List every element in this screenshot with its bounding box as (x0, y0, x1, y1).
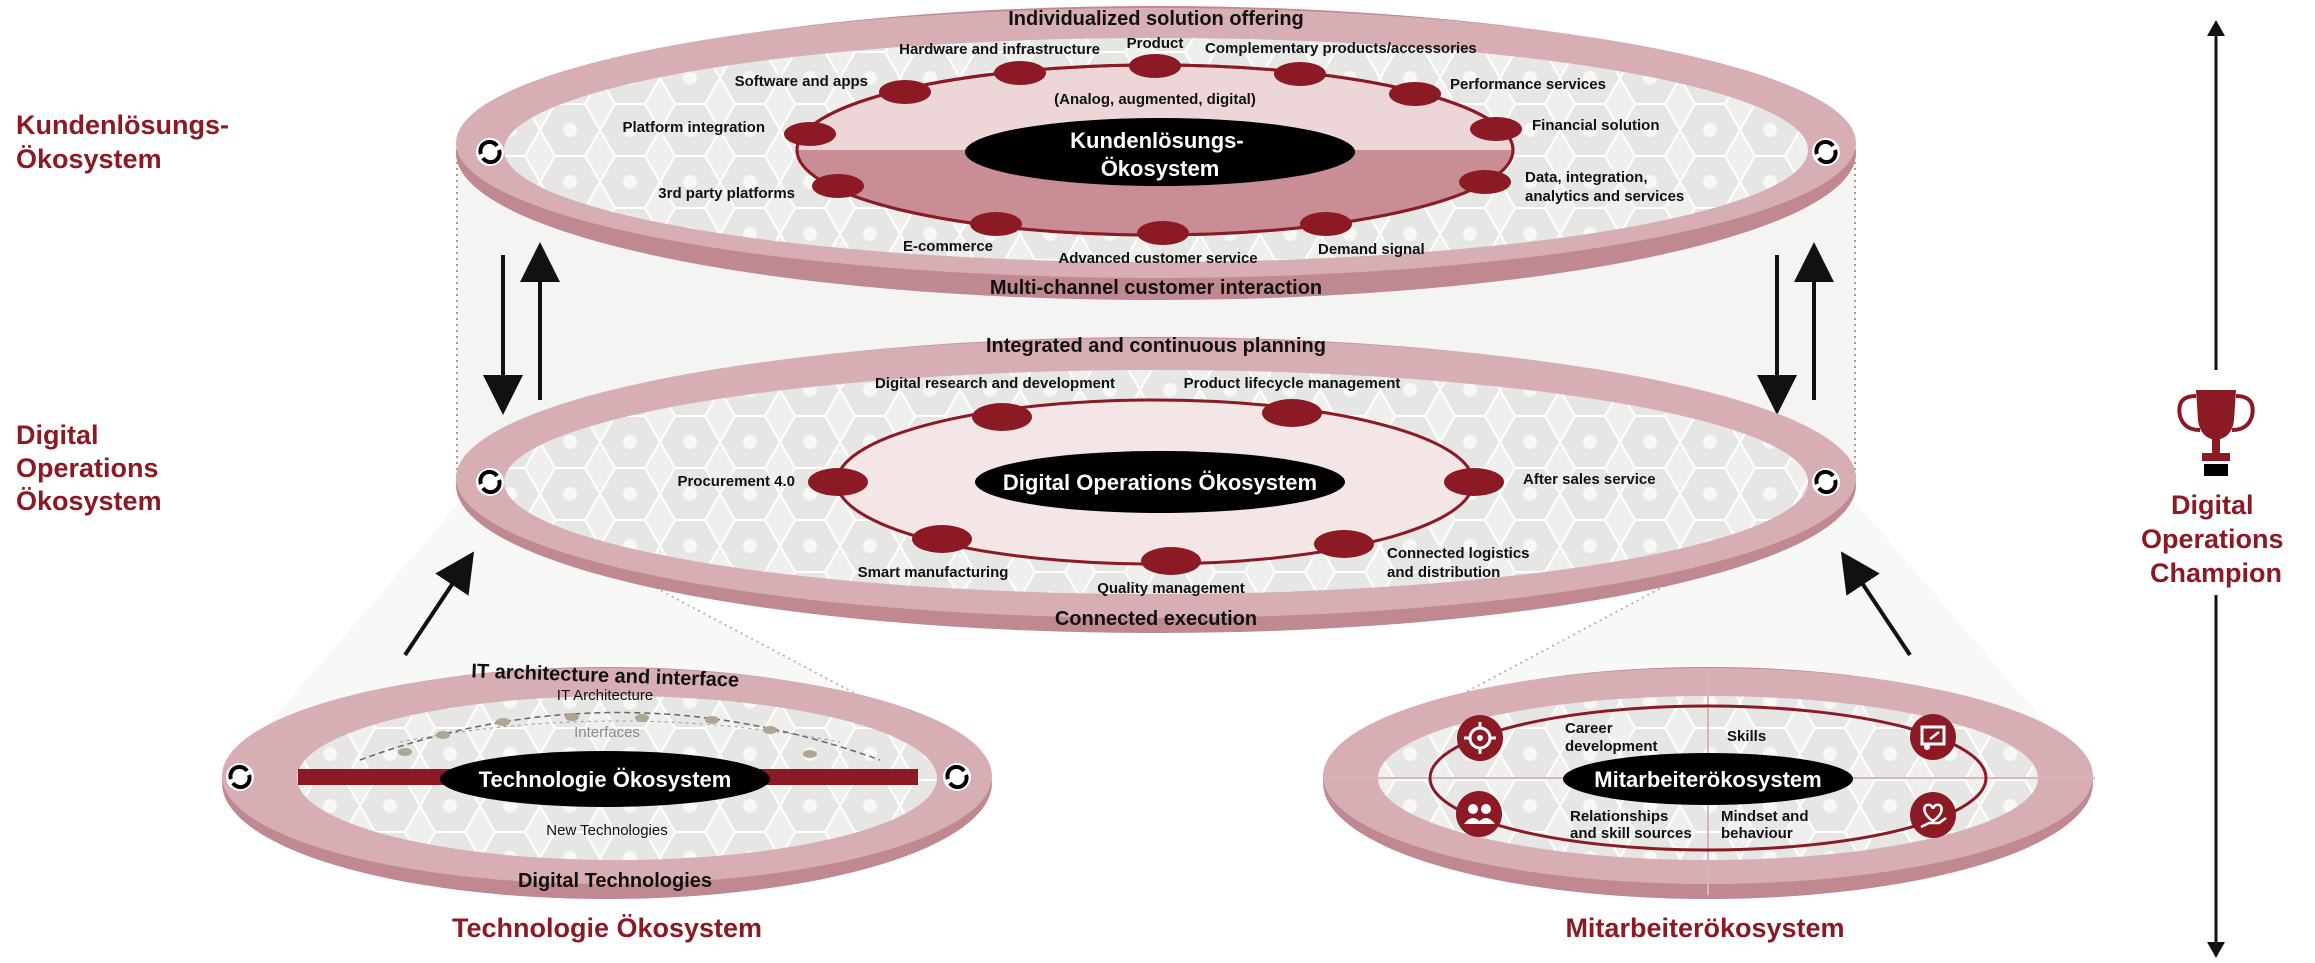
node-performance (1389, 82, 1441, 106)
technology-bottom-label: Digital Technologies (518, 870, 712, 892)
rotate-icon (476, 468, 504, 496)
bottom-label-employee: Mitarbeiterökosystem (1565, 913, 1844, 943)
rotate-icon (476, 138, 504, 166)
quadrant-career: Career development (1565, 720, 1658, 755)
node-ecommerce (970, 212, 1022, 236)
label-platform: Platform integration (622, 119, 765, 136)
label-plm: Product lifecycle management (1184, 375, 1401, 392)
operations-center-label: Digital Operations Ökosystem (1003, 470, 1317, 495)
customer-center-ellipse (965, 118, 1355, 186)
trophy-icon (2177, 390, 2255, 476)
node-manufacturing (912, 525, 972, 553)
node-platform (784, 122, 836, 146)
customer-center-label: Kundenlösungs- Ökosystem (1070, 128, 1250, 181)
exchange-arrows (483, 242, 1834, 415)
operations-nodes (808, 399, 1504, 575)
node-customer-service (1137, 221, 1189, 245)
operations-bottom-label: Connected execution (1055, 608, 1257, 630)
label-procurement: Procurement 4.0 (677, 473, 795, 490)
label-demand: Demand signal (1318, 241, 1425, 258)
interface-nodes (398, 713, 817, 758)
node-complementary (1274, 62, 1326, 86)
rotate-icon (1812, 138, 1840, 166)
people-icon (1456, 791, 1502, 837)
heart-hand-icon (1910, 792, 1956, 838)
quadrant-mindset: Mindset and behaviour (1721, 808, 1813, 842)
label-quality: Quality management (1097, 580, 1245, 597)
operations-center-ellipse (975, 451, 1345, 513)
label-ecommerce: E-commerce (903, 238, 993, 255)
node-financial (1470, 117, 1522, 141)
label-after-sales: After sales service (1523, 471, 1656, 488)
customer-ecosystem: Kundenlösungs- Ökosystem (Analog, augmen… (456, 6, 1856, 300)
node-hardware (994, 61, 1046, 85)
label-software: Software and apps (735, 73, 868, 90)
customer-bottom-label: Multi-channel customer interaction (990, 277, 1322, 299)
side-label-operations: Digital Operations Ökosystem (16, 420, 166, 516)
rotate-icon (226, 763, 254, 791)
label-customer-service: Advanced customer service (1058, 250, 1257, 267)
label-3rd-party: 3rd party platforms (658, 185, 795, 202)
customer-subtitle: (Analog, augmented, digital) (1054, 91, 1256, 108)
it-architecture-label: IT Architecture (557, 687, 653, 704)
employee-center-label: Mitarbeiterökosystem (1594, 767, 1821, 792)
customer-top-label: Individualized solution offering (1008, 8, 1304, 30)
node-procurement (808, 468, 868, 496)
label-research: Digital research and development (875, 375, 1115, 392)
champion-axis (2207, 20, 2225, 958)
label-hardware: Hardware and infrastructure (899, 41, 1100, 58)
rotate-icon (1812, 468, 1840, 496)
interfaces-label: Interfaces (574, 724, 640, 741)
customer-nodes (784, 54, 1522, 245)
label-logistics: Connected logistics and distribution (1387, 545, 1534, 581)
bottom-label-technology: Technologie Ökosystem (452, 913, 762, 943)
node-logistics (1314, 530, 1374, 558)
side-label-champion: Digital Operations Champion (2141, 490, 2291, 588)
quadrant-skills: Skills (1727, 728, 1766, 745)
target-icon (1457, 715, 1503, 761)
side-label-customer: Kundenlösungs- Ökosystem (16, 110, 237, 174)
label-complementary: Complementary products/accessories (1205, 40, 1477, 57)
employee-ecosystem: Mitarbeiterökosystem Career development … (1323, 667, 2095, 899)
node-3rd-party (812, 174, 864, 198)
quadrant-relationships: Relationships and skill sources (1570, 808, 1692, 842)
node-plm (1262, 399, 1322, 427)
employee-center-ellipse (1563, 753, 1853, 805)
node-quality (1141, 547, 1201, 575)
presentation-icon (1910, 714, 1956, 760)
support-arrows (403, 551, 1912, 657)
node-research (972, 403, 1032, 431)
node-software (879, 80, 931, 104)
label-manufacturing: Smart manufacturing (858, 564, 1009, 581)
label-data: Data, integration, analytics and service… (1525, 169, 1684, 205)
operations-top-label: Integrated and continuous planning (986, 335, 1326, 357)
label-performance: Performance services (1450, 76, 1606, 93)
node-demand (1300, 212, 1352, 236)
customer-node-labels: Product (1127, 35, 1184, 52)
operations-ecosystem: Digital Operations Ökosystem Digital res… (456, 335, 1856, 633)
technology-center-label: Technologie Ökosystem (479, 767, 732, 792)
rotate-icon (943, 763, 971, 791)
technology-center-ellipse (440, 751, 770, 807)
technology-ecosystem: Technologie Ökosystem IT Architecture In… (222, 660, 992, 899)
node-product (1129, 54, 1181, 78)
new-technologies-label: New Technologies (546, 822, 667, 839)
node-after-sales (1444, 468, 1504, 496)
node-data (1459, 170, 1511, 194)
label-financial: Financial solution (1532, 117, 1660, 134)
